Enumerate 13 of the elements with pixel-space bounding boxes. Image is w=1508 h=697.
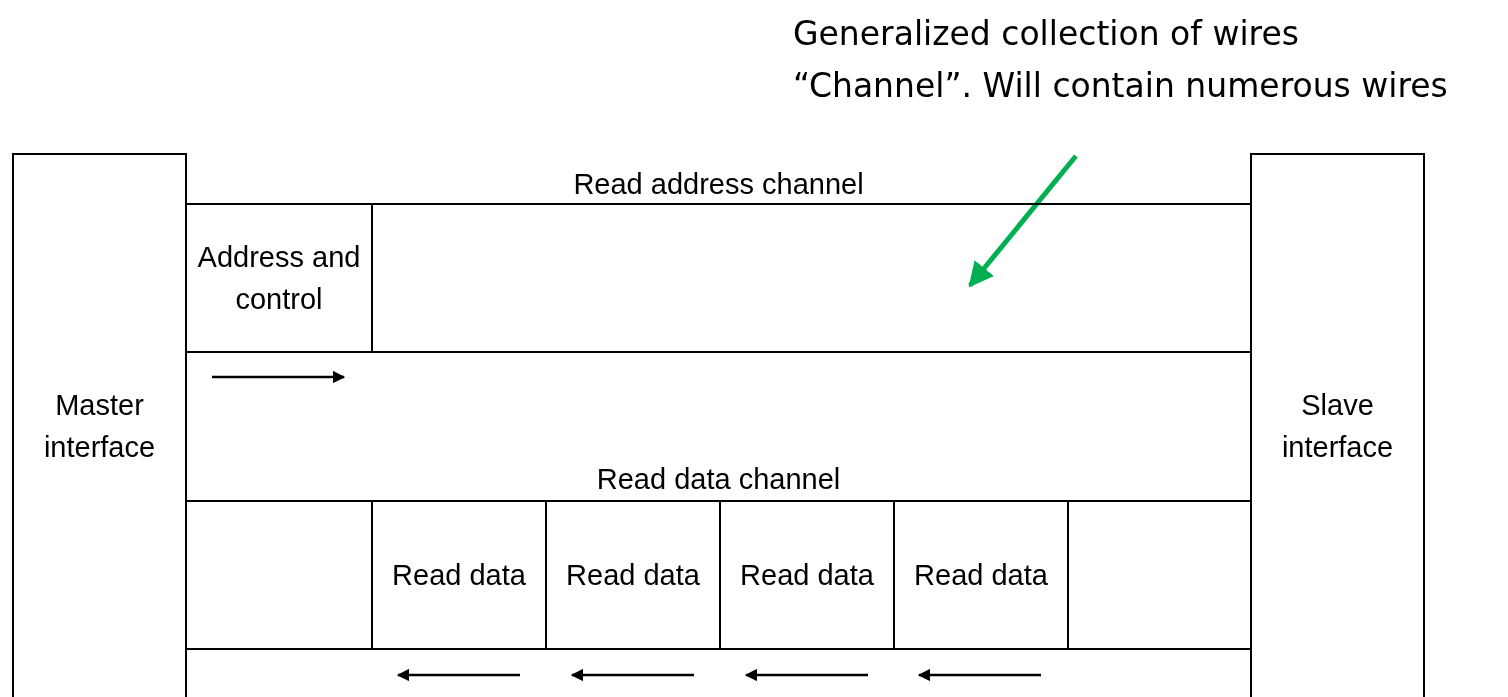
box-label: Read data [740, 558, 874, 593]
interface-box [12, 153, 187, 697]
interface-box [1250, 153, 1425, 697]
callout-text: Generalized collection of wires “Channel”. Will contain numerous wires [793, 8, 1483, 168]
box-label: Slave interface [1280, 388, 1395, 465]
box-label: Read data [392, 558, 526, 593]
box-label: Address and control [196, 240, 362, 317]
channel-heading: Read data channel [595, 462, 842, 497]
channel-heading: Read address channel [572, 167, 865, 202]
box-label: Read data [566, 558, 700, 593]
box-label: Read data [914, 558, 1048, 593]
box-label: Master interface [42, 388, 157, 465]
leader-arrow [968, 154, 1078, 288]
